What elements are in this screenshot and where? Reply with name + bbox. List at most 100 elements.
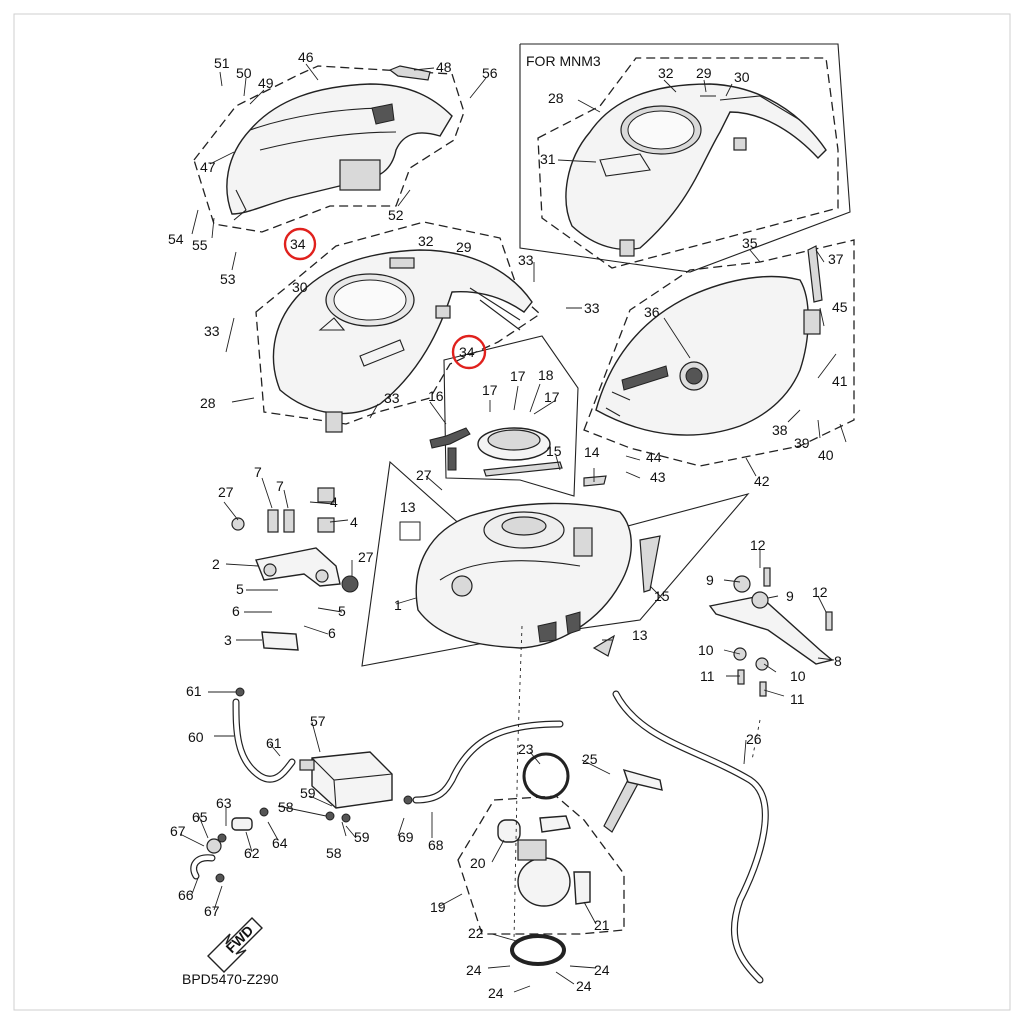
callout-label: 16 bbox=[428, 388, 444, 404]
callout-label: 22 bbox=[468, 925, 484, 941]
callout-label: 13 bbox=[632, 627, 648, 643]
callout-label: 27 bbox=[218, 484, 234, 500]
leader-lines bbox=[179, 63, 847, 993]
callout-label: 10 bbox=[698, 642, 714, 658]
fuel-pump-group-19 bbox=[457, 752, 663, 966]
callout-label: 59 bbox=[300, 785, 316, 801]
callout-label: 33 bbox=[204, 323, 220, 339]
callout-label: 24 bbox=[576, 978, 592, 994]
callout-label: 69 bbox=[398, 829, 414, 845]
callout-label: 4 bbox=[350, 514, 358, 530]
bracket-group-8 bbox=[708, 567, 834, 697]
callout-label: 68 bbox=[428, 837, 444, 853]
callout-label: 60 bbox=[188, 729, 204, 745]
callout-label: 27 bbox=[358, 549, 374, 565]
callout-label: 9 bbox=[786, 588, 794, 604]
callout-label: 57 bbox=[310, 713, 326, 729]
canister-57 bbox=[299, 751, 393, 809]
callout-label: 55 bbox=[192, 237, 208, 253]
callout-label: 7 bbox=[254, 464, 262, 480]
callout-label: 12 bbox=[750, 537, 766, 553]
callout-label: 8 bbox=[834, 653, 842, 669]
callout-label: 50 bbox=[236, 65, 252, 81]
callout-label: 49 bbox=[258, 75, 274, 91]
callout-label: 42 bbox=[754, 473, 770, 489]
tank-cover-group-28 bbox=[255, 221, 542, 433]
callout-label: 30 bbox=[734, 69, 750, 85]
callout-label: 66 bbox=[178, 887, 194, 903]
callout-label: 64 bbox=[272, 835, 288, 851]
callout-label: 15 bbox=[546, 443, 562, 459]
callout-label: 58 bbox=[278, 799, 294, 815]
callout-label: 33 bbox=[518, 252, 534, 268]
callout-label: 10 bbox=[790, 668, 806, 684]
callout-label: 13 bbox=[400, 499, 416, 515]
callout-label: 20 bbox=[470, 855, 486, 871]
callout-label: 17 bbox=[544, 389, 560, 405]
callout-label: 24 bbox=[488, 985, 504, 1001]
callout-label: 5 bbox=[236, 581, 244, 597]
callout-label: 6 bbox=[328, 625, 336, 641]
callout-label: 25 bbox=[582, 751, 598, 767]
callout-label: 34 bbox=[290, 236, 306, 252]
callout-label: 59 bbox=[354, 829, 370, 845]
callout-label: 1 bbox=[394, 597, 402, 613]
highlight-ring-34-lower bbox=[451, 334, 487, 370]
callout-label: 44 bbox=[646, 449, 662, 465]
callout-label: 24 bbox=[594, 962, 610, 978]
callout-label: 23 bbox=[518, 741, 534, 757]
callout-label: 2 bbox=[212, 556, 220, 572]
callout-label: 28 bbox=[200, 395, 216, 411]
callout-label: 33 bbox=[584, 300, 600, 316]
callout-label: 48 bbox=[436, 59, 452, 75]
callout-label: 52 bbox=[388, 207, 404, 223]
fuel-cap-group bbox=[429, 335, 579, 497]
fuel-tank-1 bbox=[361, 460, 750, 667]
callout-label: 29 bbox=[696, 65, 712, 81]
callout-label: 11 bbox=[700, 668, 715, 684]
callout-label: 31 bbox=[540, 151, 556, 167]
callout-label: 9 bbox=[706, 572, 714, 588]
callout-label: 28 bbox=[548, 90, 564, 106]
highlight-ring-34-upper bbox=[283, 227, 317, 261]
callout-label: 14 bbox=[584, 444, 600, 460]
callout-label: 35 bbox=[742, 235, 758, 251]
callout-label: 39 bbox=[794, 435, 810, 451]
callout-label: 21 bbox=[594, 917, 610, 933]
callout-label: 4 bbox=[330, 494, 338, 510]
inset-mnm3 bbox=[519, 43, 851, 273]
callout-label: 3 bbox=[224, 632, 232, 648]
callout-label: 54 bbox=[168, 231, 184, 247]
callout-label: 37 bbox=[828, 251, 844, 267]
callout-label: 32 bbox=[418, 233, 434, 249]
small-parts-cluster bbox=[206, 687, 413, 883]
callout-label: 27 bbox=[416, 467, 432, 483]
callout-label: 62 bbox=[244, 845, 260, 861]
callout-label: 61 bbox=[266, 735, 282, 751]
callout-label: 12 bbox=[812, 584, 828, 600]
callout-label: 33 bbox=[384, 390, 400, 406]
callout-label: 34 bbox=[459, 344, 475, 360]
callout-label: 45 bbox=[832, 299, 848, 315]
image-border bbox=[13, 13, 1011, 1011]
callout-label: 67 bbox=[170, 823, 186, 839]
callout-label: 36 bbox=[644, 304, 660, 320]
bracket-group-2 bbox=[231, 487, 359, 651]
callout-label: 5 bbox=[338, 603, 346, 619]
callout-label: 17 bbox=[510, 368, 526, 384]
callout-label: 19 bbox=[430, 899, 446, 915]
callout-label: 29 bbox=[456, 239, 472, 255]
callout-label: 56 bbox=[482, 65, 498, 81]
inset-title: FOR MNM3 bbox=[526, 53, 601, 69]
side-cover-group-46 bbox=[193, 65, 465, 233]
callout-label: 67 bbox=[204, 903, 220, 919]
callout-label: 40 bbox=[818, 447, 834, 463]
callout-label: 38 bbox=[772, 422, 788, 438]
callout-labels: 1 2 3 4 4 5 5 6 6 7 7 8 9 9 10 10 11 11 … bbox=[168, 49, 848, 1001]
callout-label: 7 bbox=[276, 478, 284, 494]
callout-label: 32 bbox=[658, 65, 674, 81]
side-cover-group-35 bbox=[583, 239, 855, 467]
hose-group bbox=[190, 690, 769, 984]
